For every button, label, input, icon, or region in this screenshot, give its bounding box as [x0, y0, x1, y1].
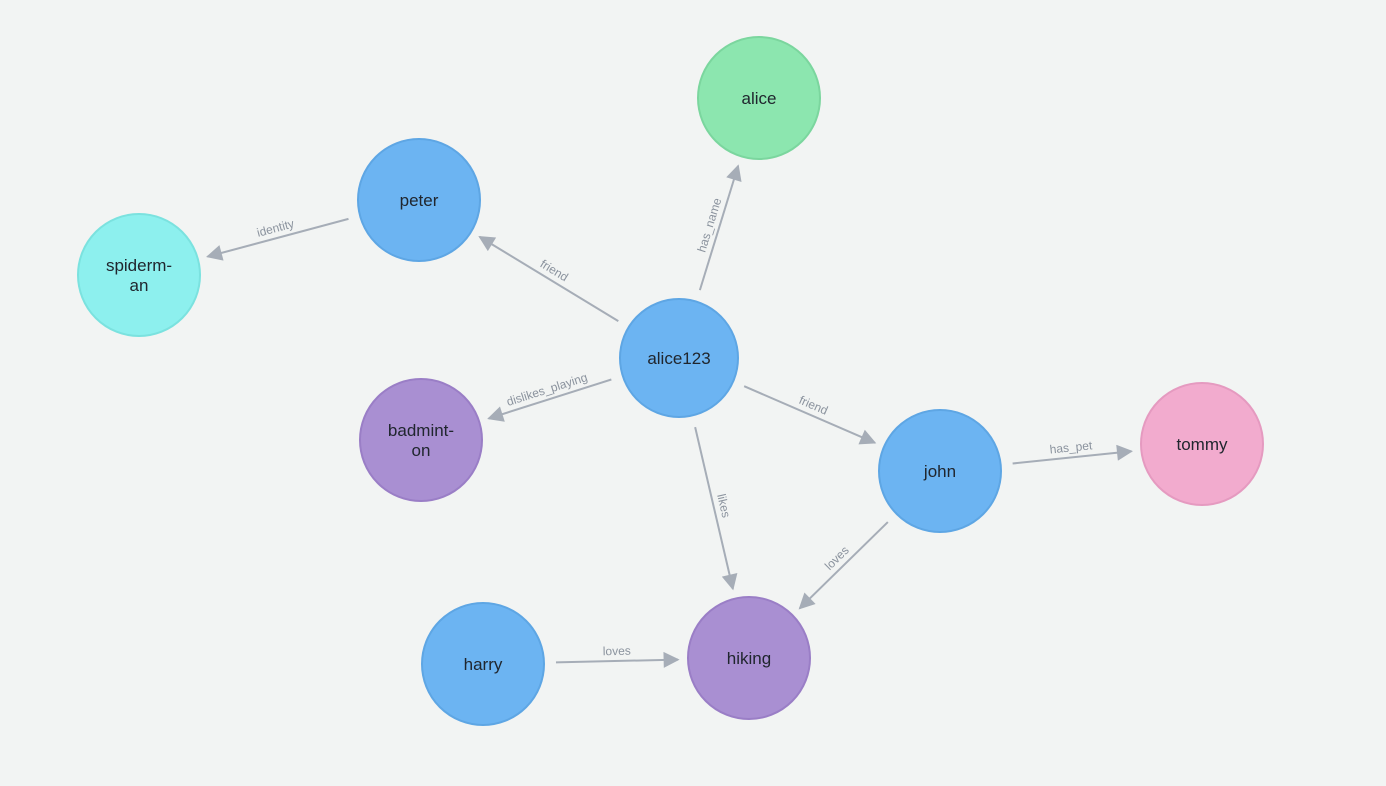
relationship-label[interactable]: loves	[603, 644, 631, 659]
node-hiking[interactable]: hiking	[687, 596, 811, 720]
node-label-hiking: hiking	[727, 649, 771, 668]
relationship-arrow[interactable]	[487, 378, 612, 422]
node-label-john: john	[923, 462, 956, 481]
node-label-spiderman: spiderm-an	[106, 256, 172, 295]
relationship-arrow[interactable]	[478, 236, 619, 322]
node-circle-spiderman[interactable]	[77, 213, 201, 337]
node-label-alice: alice	[742, 89, 777, 108]
relationship-arrow[interactable]	[798, 521, 889, 610]
node-john[interactable]: john	[878, 409, 1002, 533]
node-label-alice123: alice123	[647, 349, 710, 368]
relationship-arrow[interactable]	[1012, 444, 1133, 465]
node-circle-alice123[interactable]	[619, 298, 739, 418]
node-harry[interactable]: harry	[421, 602, 545, 726]
edge-alice123-likes-hiking[interactable]: likes	[694, 426, 738, 591]
edge-john-loves-hiking[interactable]: loves	[798, 521, 889, 610]
relationship-label[interactable]: friend	[538, 257, 571, 285]
node-label-tommy: tommy	[1177, 435, 1229, 454]
relationship-arrow[interactable]	[555, 651, 680, 668]
node-circle-peter[interactable]	[357, 138, 481, 262]
relationship-arrow[interactable]	[206, 217, 349, 261]
relationship-label[interactable]: has_pet	[1049, 438, 1094, 456]
node-label-harry: harry	[464, 655, 503, 674]
node-circle-badminton[interactable]	[359, 378, 483, 502]
node-circle-hiking[interactable]	[687, 596, 811, 720]
edge-alice123-has_name-alice[interactable]: has_name	[695, 164, 742, 291]
relationship-label[interactable]: loves	[822, 543, 852, 573]
node-peter[interactable]: peter	[357, 138, 481, 262]
node-label-peter: peter	[400, 191, 439, 210]
relationship-arrow[interactable]	[698, 164, 742, 291]
relationship-label[interactable]: identity	[255, 216, 295, 239]
relationship-arrow[interactable]	[743, 385, 877, 445]
node-circle-tommy[interactable]	[1140, 382, 1264, 506]
relationship-label[interactable]: friend	[797, 393, 830, 418]
edge-john-has_pet-tommy[interactable]: has_pet	[1012, 438, 1133, 465]
edge-harry-loves-hiking[interactable]: loves	[555, 644, 680, 668]
node-circle-harry[interactable]	[421, 602, 545, 726]
edge-alice123-friend-peter[interactable]: friend	[478, 236, 619, 322]
node-label-badminton: badmint-on	[388, 421, 454, 460]
node-alice123[interactable]: alice123	[619, 298, 739, 418]
node-spiderman[interactable]: spiderm-an	[77, 213, 201, 337]
node-alice[interactable]: alice	[697, 36, 821, 160]
node-circle-john[interactable]	[878, 409, 1002, 533]
relationship-label[interactable]: dislikes_playing	[505, 370, 589, 409]
node-badminton[interactable]: badmint-on	[359, 378, 483, 502]
edge-alice123-dislikes_playing-badminton[interactable]: dislikes_playing	[487, 370, 612, 422]
node-circle-alice[interactable]	[697, 36, 821, 160]
relationship-arrow[interactable]	[694, 426, 738, 591]
edge-peter-identity-spiderman[interactable]: identity	[206, 216, 349, 261]
node-tommy[interactable]: tommy	[1140, 382, 1264, 506]
relationship-label[interactable]: likes	[714, 492, 733, 519]
edge-alice123-friend-john[interactable]: friend	[743, 385, 877, 445]
